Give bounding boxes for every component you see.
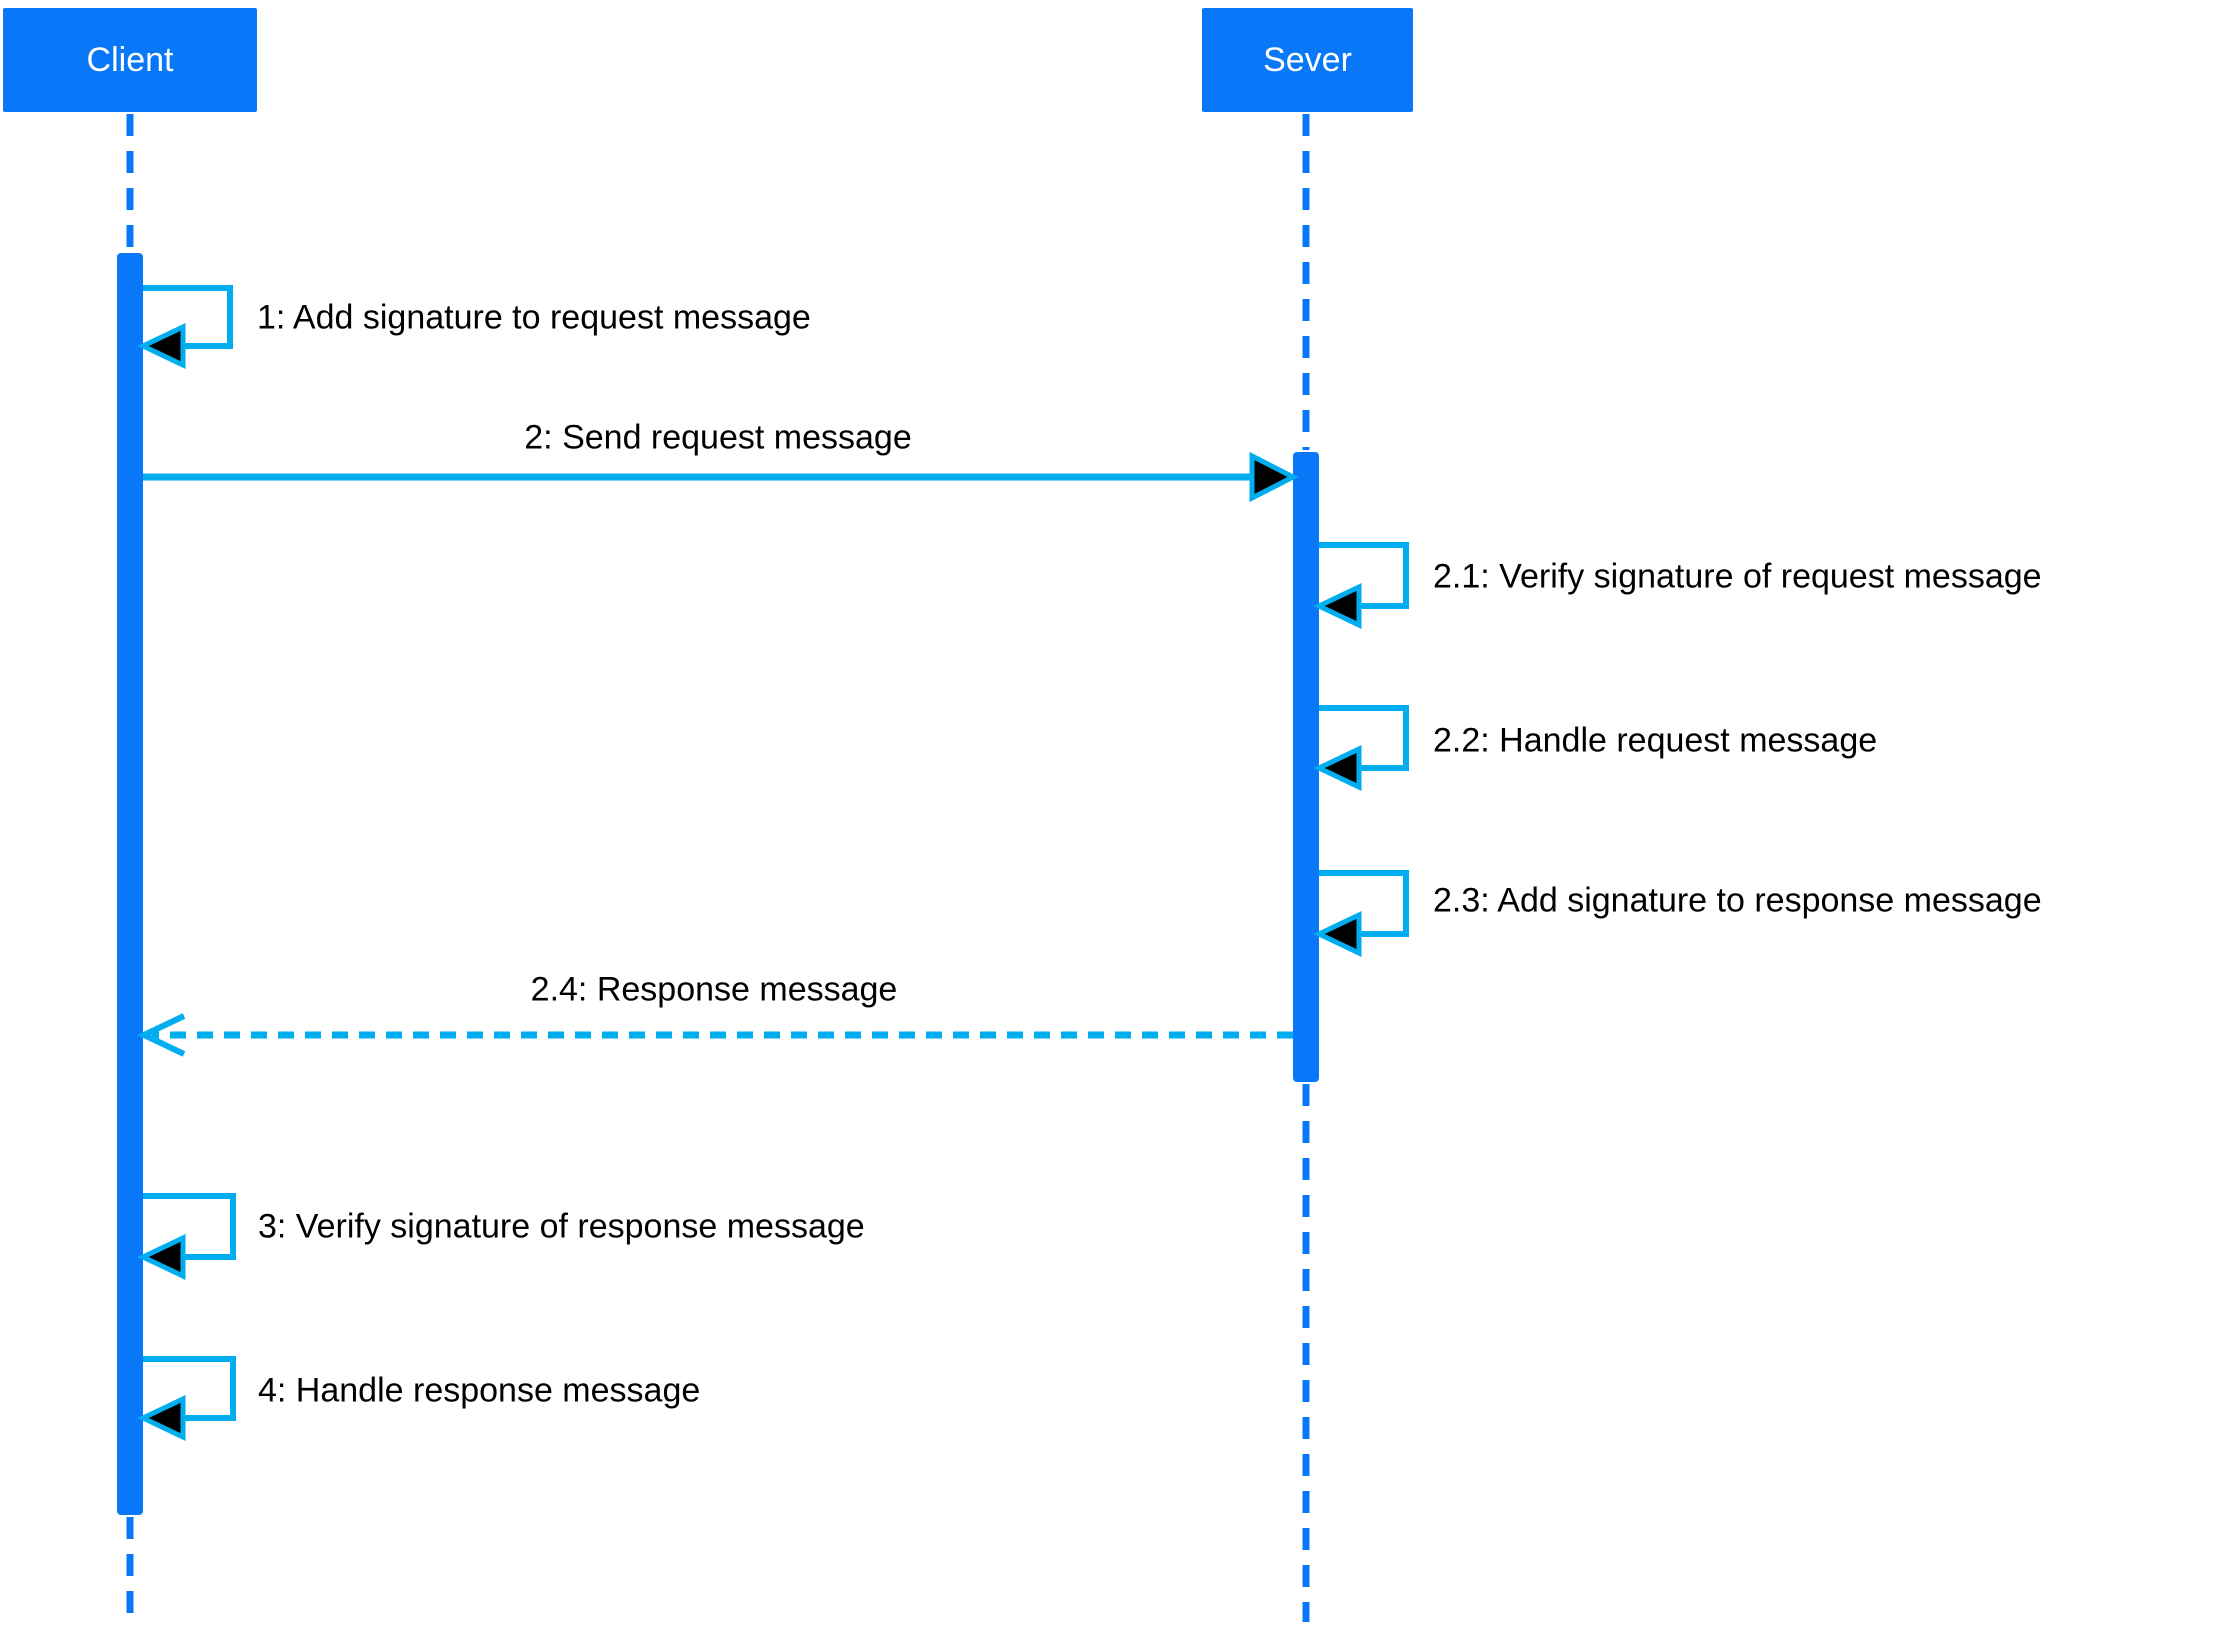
message-1-self-loop bbox=[143, 285, 233, 349]
message-2-1-label: 2.1: Verify signature of request message bbox=[1433, 557, 2042, 596]
message-2-3-arrowhead-icon bbox=[1313, 911, 1362, 957]
actor-box-client: Client bbox=[3, 8, 257, 112]
message-1-arrowhead-icon bbox=[137, 323, 186, 369]
message-2-2-label: 2.2: Handle request message bbox=[1433, 721, 1878, 760]
message-2-3-self-loop bbox=[1319, 870, 1409, 937]
client-activation-bar bbox=[117, 253, 143, 1515]
message-1-label: 1: Add signature to request message bbox=[257, 298, 811, 337]
message-2-4-open-arrowhead-icon bbox=[137, 1013, 186, 1057]
message-3-arrowhead-icon bbox=[137, 1234, 186, 1280]
message-2-3-label: 2.3: Add signature to response message bbox=[1433, 881, 2042, 920]
actor-box-server: Sever bbox=[1202, 8, 1413, 112]
actor-label-server: Sever bbox=[1263, 40, 1352, 79]
message-4-self-loop bbox=[143, 1356, 236, 1421]
message-4-arrowhead-icon bbox=[137, 1395, 186, 1441]
message-2-1-arrowhead-icon bbox=[1313, 583, 1362, 629]
message-3-label: 3: Verify signature of response message bbox=[258, 1207, 865, 1246]
message-2-2-arrowhead-icon bbox=[1313, 745, 1362, 791]
message-2-label: 2: Send request message bbox=[524, 418, 912, 457]
message-2-arrowhead-icon bbox=[1249, 451, 1299, 503]
server-activation-bar bbox=[1293, 452, 1319, 1082]
message-2-4-label: 2.4: Response message bbox=[530, 970, 898, 1009]
actor-label-client: Client bbox=[86, 40, 174, 79]
message-3-self-loop bbox=[143, 1193, 236, 1260]
message-2-1-self-loop bbox=[1319, 542, 1409, 609]
message-4-label: 4: Handle response message bbox=[258, 1371, 701, 1410]
message-2-2-self-loop bbox=[1319, 705, 1409, 771]
